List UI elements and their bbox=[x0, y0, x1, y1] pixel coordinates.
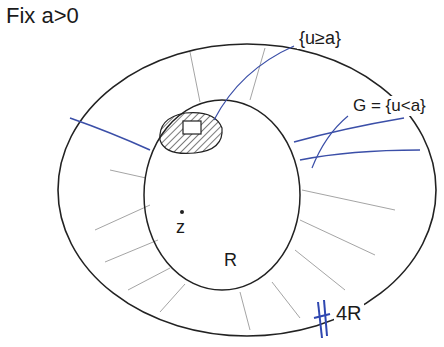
radius-label: R bbox=[222, 250, 239, 271]
set-label: G = {u<a} bbox=[351, 96, 428, 116]
inner-ellipse bbox=[144, 100, 300, 290]
small-box bbox=[183, 121, 201, 134]
leader-line bbox=[214, 46, 294, 120]
point-label: z bbox=[174, 217, 187, 238]
set-label: {u≥a} bbox=[297, 28, 343, 49]
radius-label: 4R bbox=[334, 302, 364, 325]
centre-dot bbox=[180, 210, 184, 214]
level-lines bbox=[70, 118, 420, 160]
hatched-region bbox=[160, 113, 222, 154]
outer-ellipse bbox=[58, 44, 436, 336]
note-text: Fix a>0 bbox=[4, 3, 81, 28]
shading-strokes bbox=[95, 48, 395, 330]
scribble bbox=[314, 300, 330, 338]
leader-line bbox=[312, 116, 348, 168]
